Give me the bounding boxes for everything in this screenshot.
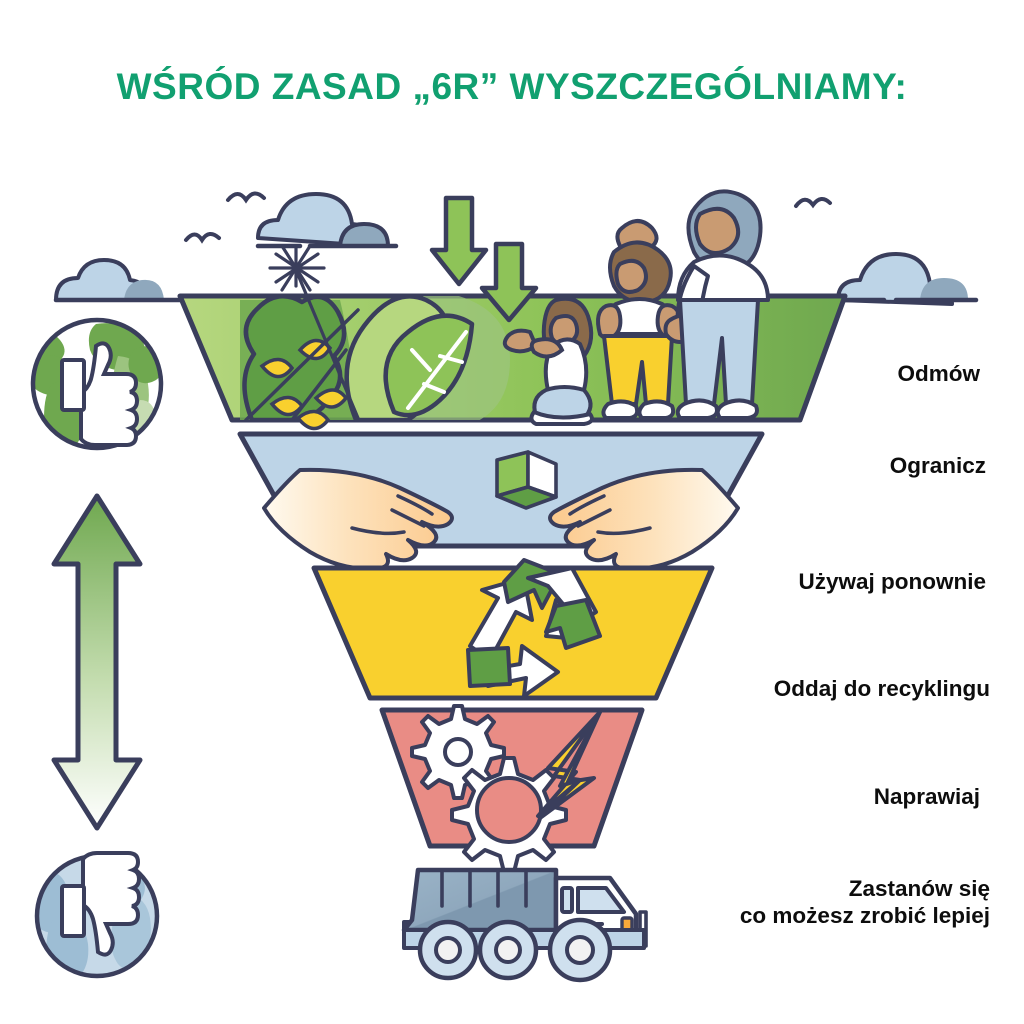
double-headed-arrow-icon	[51, 493, 143, 831]
truck-wheels	[417, 917, 613, 983]
globe-thumbs-up-icon	[30, 317, 164, 451]
thumbs-up-glyph	[60, 341, 140, 447]
funnel-level-refuse[interactable]	[177, 189, 848, 431]
person-adult-standing	[663, 189, 770, 420]
label-uzywaj-ponownie: Używaj ponownie	[798, 569, 986, 594]
thumbs-down-glyph	[60, 851, 142, 957]
funnel-level-recycle[interactable]	[311, 558, 715, 701]
cloud-right-icon	[835, 252, 979, 306]
globe-thumbs-down-icon	[34, 851, 160, 979]
garbage-truck-icon	[401, 867, 648, 983]
cloud-left-icon	[53, 258, 199, 303]
label-naprawiaj: Naprawiaj	[873, 784, 980, 809]
label-zastanow-sie: Zastanów się co możesz zrobić lepiej	[739, 876, 990, 929]
bird-icons	[184, 191, 832, 244]
down-arrow-icons	[429, 195, 539, 323]
funnel-level-repair[interactable]	[379, 704, 645, 874]
label-odmow: Odmów	[897, 361, 981, 386]
label-ogranicz: Ogranicz	[889, 453, 986, 478]
gear-lightning-icon	[410, 704, 602, 874]
person-child-seated	[502, 296, 594, 426]
foliage-illustration	[242, 244, 475, 431]
funnel-level-reduce[interactable]	[237, 431, 765, 571]
recycling-symbol-icon	[466, 558, 602, 698]
open-hands-cube-icon	[262, 450, 740, 571]
label-oddaj-do-recyklingu: Oddaj do recyklingu	[773, 676, 990, 701]
page-title: WŚRÓD ZASAD „6R” WYSZCZEGÓLNIAMY:	[116, 66, 908, 107]
person-boy-standing	[596, 219, 682, 420]
cloud-center-icon	[255, 192, 399, 249]
cube-icon	[495, 450, 558, 510]
